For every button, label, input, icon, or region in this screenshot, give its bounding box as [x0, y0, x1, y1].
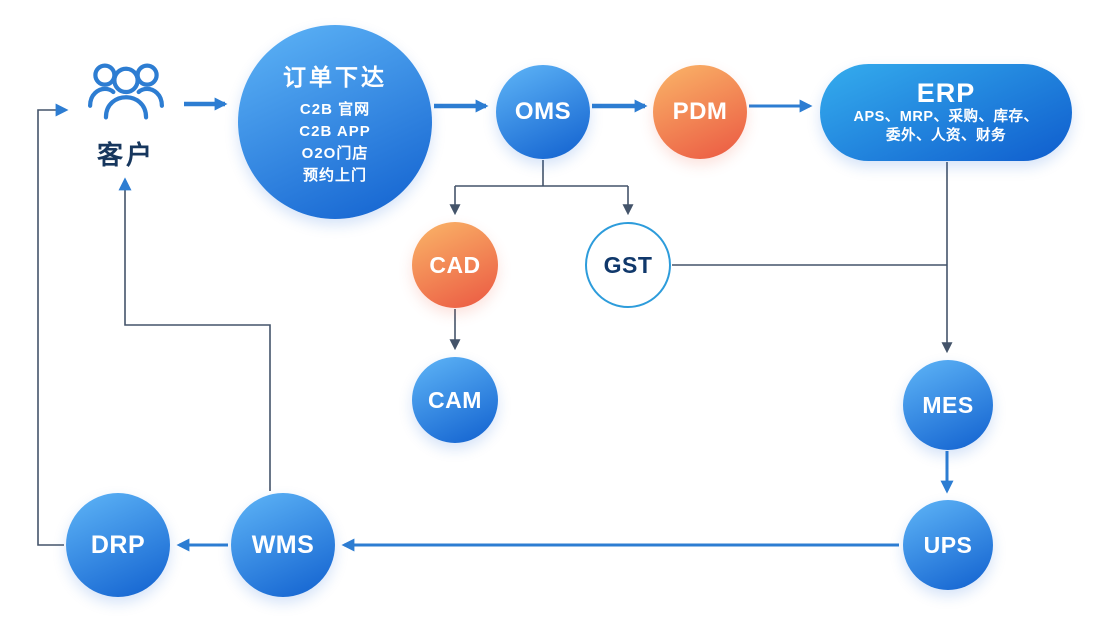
node-mes: MES [903, 360, 993, 450]
node-wms: WMS [231, 493, 335, 597]
node-order: 订单下达 C2B 官网 C2B APP O2O门店 预约上门 [238, 25, 432, 219]
loop-wms-to-customer [118, 177, 271, 491]
erp-title: ERP [916, 78, 976, 108]
loop-drp-to-customer [37, 103, 69, 546]
erp-modules-line1: APS、MRP、采购、库存、 [853, 109, 1039, 125]
node-pdm: PDM [653, 65, 747, 159]
node-cam: CAM [412, 357, 498, 443]
node-cad: CAD [412, 222, 498, 308]
order-channel-c2b-app: C2B APP [299, 122, 371, 140]
order-channel-appointment: 预约上门 [302, 166, 367, 184]
node-erp: ERP APS、MRP、采购、库存、 委外、人资、财务 [820, 64, 1072, 161]
order-channel-c2b-web: C2B 官网 [299, 100, 371, 118]
order-channel-o2o-store: O2O门店 [301, 144, 369, 162]
node-oms: OMS [496, 65, 590, 159]
node-ups: UPS [903, 500, 993, 590]
customer-label: 客户 [96, 140, 155, 170]
node-customer: 客户 [82, 54, 170, 172]
customer-group-icon [87, 63, 164, 120]
node-drp: DRP [66, 493, 170, 597]
node-gst: GST [585, 222, 671, 308]
order-title: 订单下达 [283, 63, 387, 90]
erp-modules-line2: 委外、人资、财务 [886, 128, 1006, 144]
